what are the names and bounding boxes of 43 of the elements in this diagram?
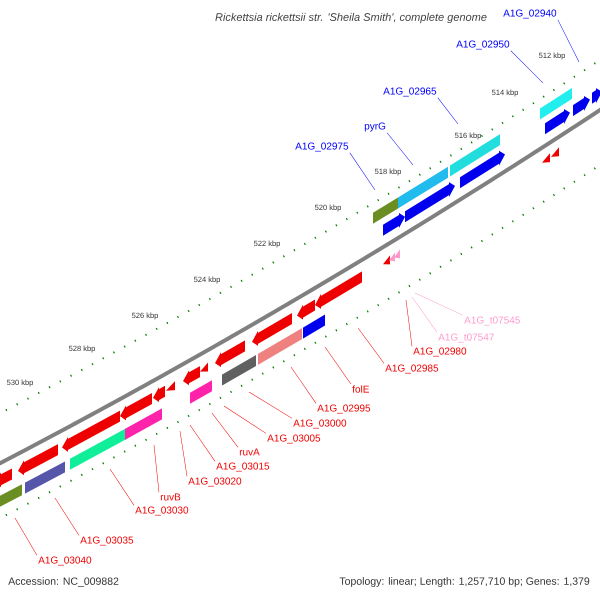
leader-line bbox=[558, 19, 580, 62]
gene-label: ruvA bbox=[240, 448, 260, 456]
footer-text: Accession: NC_009882 bbox=[8, 577, 118, 587]
leader-line bbox=[290, 366, 316, 404]
gene-label: A1G_t07545 bbox=[464, 316, 520, 326]
leader-line bbox=[14, 518, 38, 556]
gene-label: A1G_02965 bbox=[383, 88, 436, 96]
leader-line bbox=[414, 292, 464, 316]
leader-line bbox=[386, 132, 414, 166]
leader-line bbox=[190, 424, 216, 462]
gene-label: A1G_03015 bbox=[216, 462, 270, 472]
title: Rickettsia rickettsii str. 'Sheila Smith', complete genome bbox=[215, 12, 487, 24]
leader-line bbox=[154, 444, 160, 493]
leader-line bbox=[110, 468, 134, 506]
leader-line bbox=[412, 296, 438, 333]
leader-line bbox=[224, 406, 266, 434]
gene-label: A1G_02975 bbox=[295, 142, 348, 152]
leader-line bbox=[248, 392, 292, 419]
gene-label: A1G_03020 bbox=[188, 478, 242, 486]
gene-label: A1G_02980 bbox=[413, 348, 466, 356]
leader-line bbox=[180, 430, 188, 477]
gene-label: A1G_02950 bbox=[456, 40, 510, 50]
gene-label: A1G_02995 bbox=[317, 404, 370, 414]
leader-line bbox=[350, 152, 376, 190]
leader-line bbox=[54, 498, 80, 536]
gene-label: A1G_03040 bbox=[38, 556, 92, 566]
footer-text: Topology: linear; Length: 1,257,710 bp; Genes: 1,379 bbox=[340, 577, 590, 587]
gene-label: ruvB bbox=[160, 494, 180, 500]
leader-line bbox=[212, 412, 238, 448]
gene-label: A1G_02940 bbox=[503, 10, 556, 18]
gene-label: A1G_03005 bbox=[267, 434, 320, 444]
gene-label: A1G_t07547 bbox=[438, 334, 494, 342]
gene-label: folE bbox=[352, 385, 369, 393]
leader-line bbox=[510, 50, 544, 84]
leader-line bbox=[438, 97, 458, 124]
leader-line bbox=[406, 300, 412, 347]
leader-line bbox=[358, 328, 384, 364]
gene-label: A1G_03030 bbox=[135, 506, 188, 516]
gene-label: pyrG bbox=[364, 122, 386, 132]
gene-label: A1G_03035 bbox=[80, 536, 134, 546]
gene-label: A1G_03000 bbox=[293, 420, 346, 428]
leader-line bbox=[324, 346, 352, 384]
gene-label: A1G_02985 bbox=[385, 364, 438, 374]
